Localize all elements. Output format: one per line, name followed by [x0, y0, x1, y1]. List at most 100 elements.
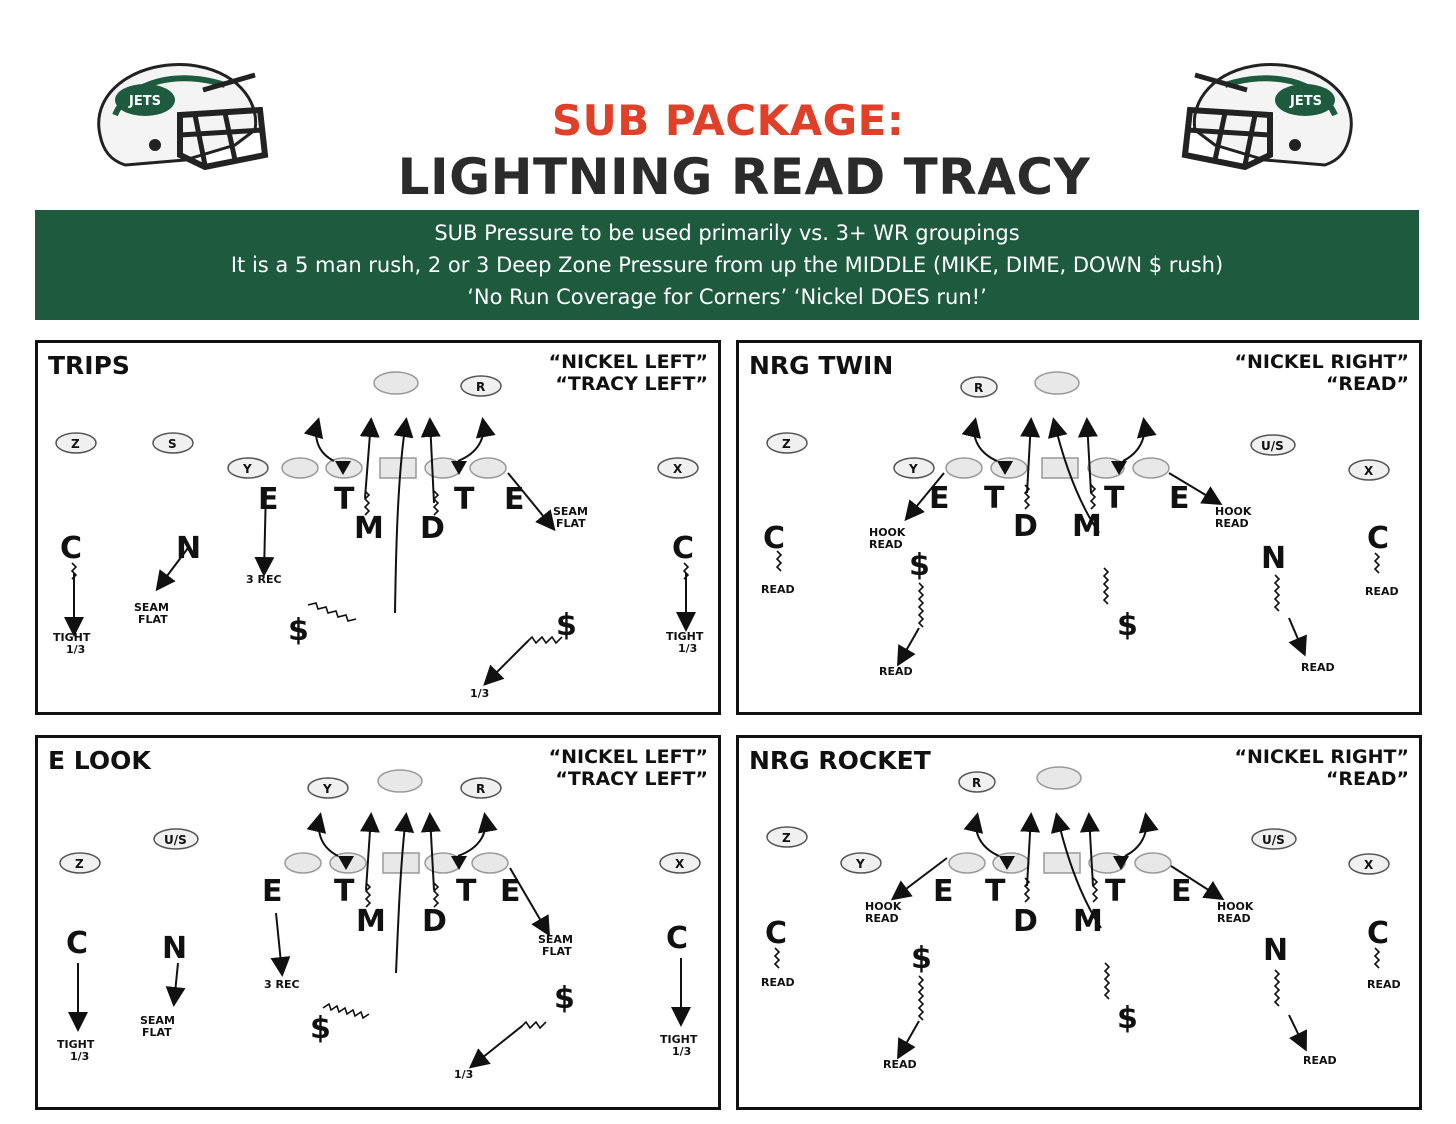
defender: $: [554, 981, 575, 1016]
assignment: READ: [865, 912, 899, 925]
defender: $: [1117, 1001, 1138, 1036]
play-diagram: R Z U/S Y X: [739, 343, 1425, 718]
player-x: X: [1364, 464, 1374, 478]
assignment: 1/3: [70, 1050, 89, 1063]
defender: M: [1073, 904, 1103, 939]
defender: C: [1367, 521, 1389, 556]
defender: T: [1104, 481, 1125, 516]
defender: E: [504, 482, 525, 517]
defender: E: [1171, 874, 1192, 909]
defender: D: [422, 904, 447, 939]
defender: C: [1367, 916, 1389, 951]
assignment: READ: [869, 538, 903, 551]
defender: N: [1263, 933, 1288, 968]
diagram-panel-nrg-rocket: NRG ROCKET “NICKEL RIGHT” “READ”: [736, 735, 1422, 1110]
defender: E: [262, 874, 283, 909]
assignment: READ: [1217, 912, 1251, 925]
defender: D: [1013, 509, 1038, 544]
player-y: Y: [322, 782, 332, 796]
title-play-name: LIGHTNING READ TRACY: [0, 148, 1456, 206]
defender: T: [984, 481, 1005, 516]
defender: $: [556, 608, 577, 643]
assignment: 3 REC: [264, 978, 300, 991]
diagram-panel-e-look: E LOOK “NICKEL LEFT” “TRACY LEFT”: [35, 735, 721, 1110]
defender: M: [356, 904, 386, 939]
defender: E: [500, 874, 521, 909]
defender: D: [420, 511, 445, 546]
defender: T: [454, 482, 475, 517]
assignment: FLAT: [138, 613, 168, 626]
defender: E: [933, 874, 954, 909]
player-z: Z: [75, 857, 84, 871]
player-us: U/S: [1261, 439, 1284, 453]
player-s: S: [168, 437, 177, 451]
assignment: 1/3: [66, 643, 85, 656]
defender: C: [765, 916, 787, 951]
defender: T: [1105, 874, 1126, 909]
offensive-line: [282, 458, 506, 478]
defender: E: [929, 481, 950, 516]
defender: $: [288, 613, 309, 648]
defender: $: [909, 548, 930, 583]
assignment: READ: [1303, 1054, 1337, 1067]
assignment: 1/3: [672, 1045, 691, 1058]
assignment: READ: [883, 1058, 917, 1071]
defender: C: [60, 531, 82, 566]
description-banner: SUB Pressure to be used primarily vs. 3+…: [35, 210, 1419, 320]
player-r: R: [476, 782, 485, 796]
defender: N: [162, 931, 187, 966]
banner-line: ‘No Run Coverage for Corners’ ‘Nickel DO…: [35, 281, 1419, 313]
defender: T: [334, 874, 355, 909]
player-z: Z: [782, 437, 791, 451]
play-diagram: Z S Y R X: [38, 343, 724, 718]
assignment: READ: [1365, 585, 1399, 598]
defender: C: [763, 521, 785, 556]
defender: T: [985, 874, 1006, 909]
defender: M: [354, 511, 384, 546]
player-x: X: [673, 462, 683, 476]
player-z: Z: [782, 831, 791, 845]
play-diagram: Y R U/S Z X: [38, 738, 724, 1113]
defender: E: [1169, 481, 1190, 516]
player-x: X: [675, 857, 685, 871]
player-z: Z: [71, 437, 80, 451]
player-y: Y: [855, 857, 865, 871]
assignment: READ: [1301, 661, 1335, 674]
defender: D: [1013, 904, 1038, 939]
assignment: 3 REC: [246, 573, 282, 586]
diagram-panel-trips: TRIPS “NICKEL LEFT” “TRACY LEFT”: [35, 340, 721, 715]
assignment: FLAT: [556, 517, 586, 530]
player-y: Y: [242, 462, 252, 476]
assignment: 1/3: [678, 642, 697, 655]
player-r: R: [476, 380, 485, 394]
defender: T: [456, 874, 477, 909]
defender: T: [334, 482, 355, 517]
assignment: READ: [761, 976, 795, 989]
assignment: FLAT: [542, 945, 572, 958]
defender: C: [66, 926, 88, 961]
player-y: Y: [908, 462, 918, 476]
title-sub-package: SUB PACKAGE:: [0, 96, 1456, 145]
diagram-panel-nrg-twin: NRG TWIN “NICKEL RIGHT” “READ”: [736, 340, 1422, 715]
defender: C: [672, 531, 694, 566]
assignment: READ: [1367, 978, 1401, 991]
player-us: U/S: [1262, 833, 1285, 847]
defender: N: [1261, 541, 1286, 576]
defender: N: [176, 531, 201, 566]
assignment: FLAT: [142, 1026, 172, 1039]
defender: M: [1072, 509, 1102, 544]
assignment: 1/3: [470, 687, 489, 700]
assignment: READ: [761, 583, 795, 596]
defender: E: [258, 482, 279, 517]
defender: $: [310, 1011, 331, 1046]
player-r: R: [974, 381, 983, 395]
defender: $: [911, 941, 932, 976]
assignment: READ: [1215, 517, 1249, 530]
qb-oval: [374, 372, 418, 394]
banner-line: It is a 5 man rush, 2 or 3 Deep Zone Pre…: [35, 249, 1419, 281]
offense-players: [56, 376, 698, 478]
player-x: X: [1364, 858, 1374, 872]
assignment: READ: [879, 665, 913, 678]
defender: C: [666, 921, 688, 956]
